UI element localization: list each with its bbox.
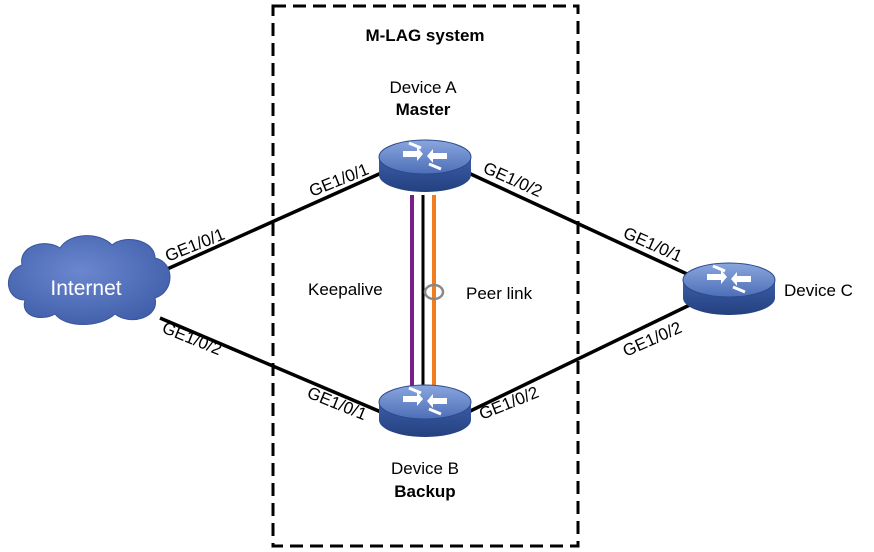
device-b-role: Backup [394,482,455,501]
mlag-system-box [271,4,580,548]
port-device-b-right: GE1/0/2 [476,383,541,424]
port-internet-bottom: GE1/0/2 [160,318,225,359]
device-a-name: Device A [389,78,457,97]
link-device-a-device-c [461,168,701,282]
port-device-a-left: GE1/0/1 [306,160,371,201]
peer-link-label: Peer link [466,284,533,303]
internet-cloud: Internet [7,235,171,325]
keepalive-label: Keepalive [308,280,383,299]
device-c-name: Device C [784,281,853,300]
link-internet-device-b [159,316,389,417]
mlag-system-title: M-LAG system [365,26,484,45]
link-device-b-device-c [461,298,701,417]
device-a-icon [378,139,472,192]
port-device-b-left: GE1/0/1 [305,383,370,424]
links [159,168,701,417]
device-a-role: Master [396,100,451,119]
link-internet-device-a [164,168,389,272]
aggregation-ellipse [423,283,445,301]
device-b-name: Device B [391,459,459,478]
internet-label: Internet [50,277,121,300]
device-c-icon [682,262,776,315]
device-b-icon [378,384,472,437]
port-internet-top: GE1/0/1 [162,225,227,266]
